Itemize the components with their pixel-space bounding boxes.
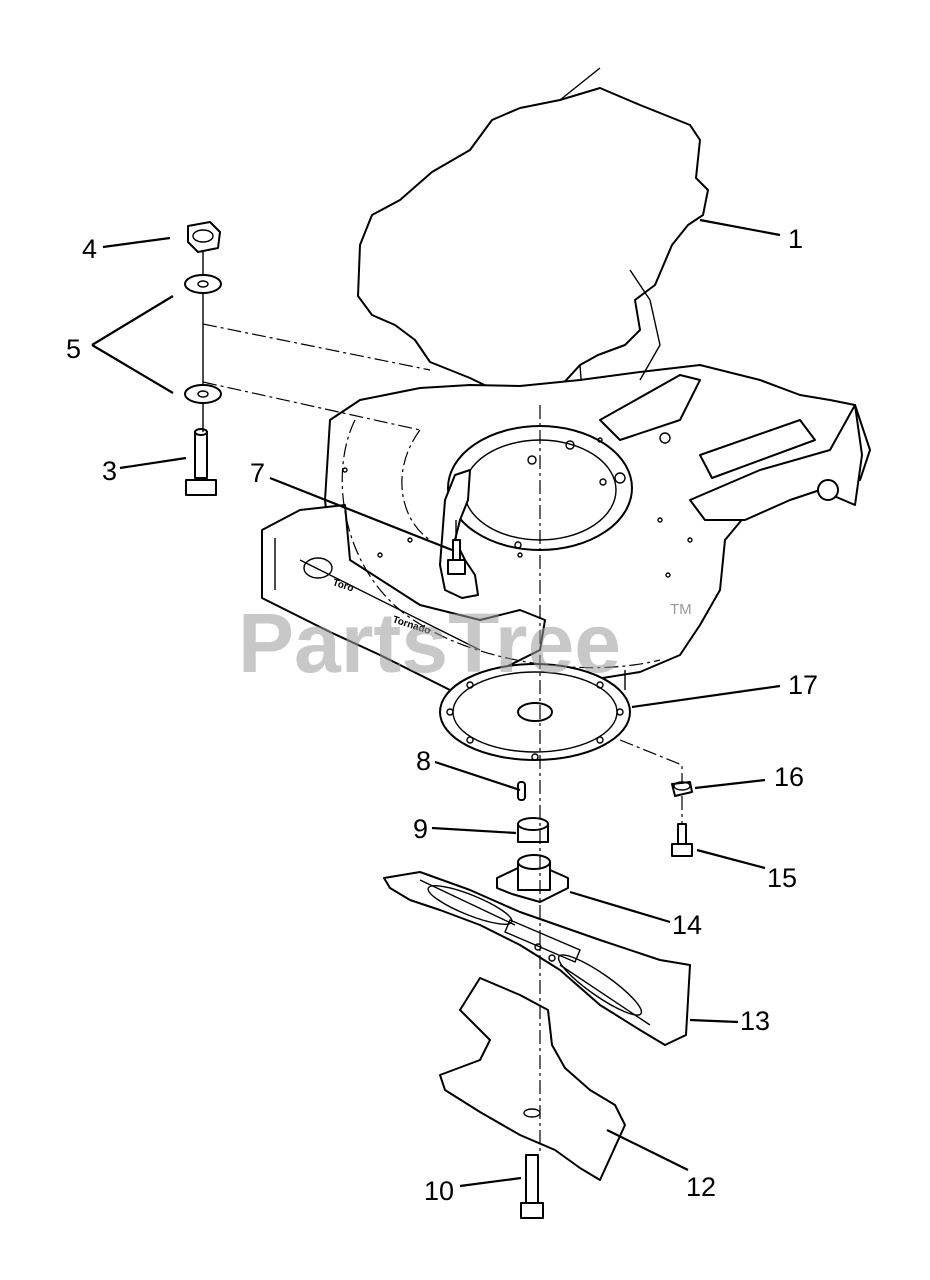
blade-key[interactable] — [517, 781, 526, 801]
screw[interactable] — [447, 539, 466, 575]
assembly-lines — [202, 252, 683, 1155]
spacer[interactable] — [517, 817, 549, 843]
watermark-text: PartsTree — [238, 596, 621, 690]
blade-adapter[interactable] — [496, 854, 569, 903]
callout-5: 5 — [66, 334, 81, 364]
callout-12: 12 — [686, 1172, 716, 1202]
baffle-plate[interactable] — [439, 663, 631, 761]
washer-lower[interactable] — [184, 384, 222, 404]
lock-nut[interactable] — [187, 221, 221, 253]
callout-17: 17 — [788, 670, 818, 700]
leader-lines — [91, 218, 781, 1188]
flange-nut[interactable] — [671, 781, 693, 797]
callout-15: 15 — [767, 863, 797, 893]
washer-upper[interactable] — [184, 274, 222, 294]
callout-9: 9 — [413, 814, 428, 844]
hex-bolt[interactable] — [671, 823, 693, 857]
callout-13: 13 — [740, 1006, 770, 1036]
callout-7: 7 — [250, 458, 265, 488]
callout-1: 1 — [788, 224, 803, 254]
blade-bolt[interactable] — [520, 1154, 544, 1219]
mower-deck[interactable]: Toro Tornado — [261, 269, 871, 701]
lower-blade[interactable] — [439, 977, 626, 1181]
callout-8: 8 — [416, 746, 431, 776]
callout-4: 4 — [82, 234, 97, 264]
watermark-trademark: TM — [670, 601, 692, 618]
bolt[interactable] — [185, 428, 217, 496]
callout-10: 10 — [424, 1176, 454, 1206]
callout-16: 16 — [774, 762, 804, 792]
mulching-blade[interactable] — [383, 871, 691, 1046]
callout-14: 14 — [672, 910, 702, 940]
callout-3: 3 — [102, 456, 117, 486]
